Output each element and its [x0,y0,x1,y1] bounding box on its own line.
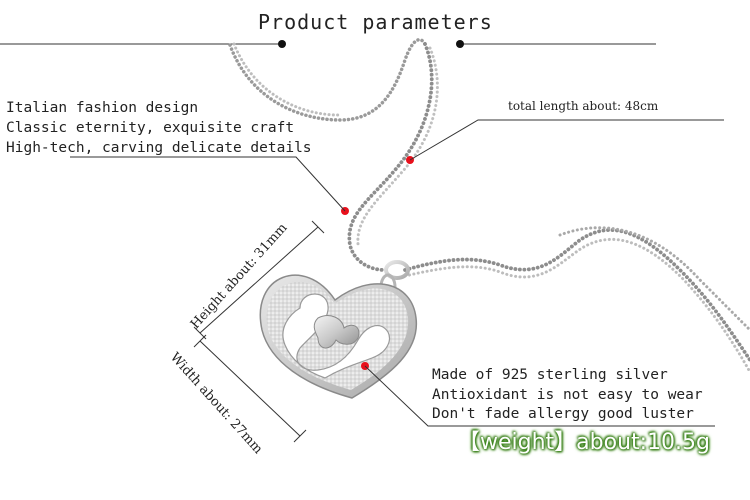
material-line-3: Don't fade allergy good luster [432,406,694,422]
material-line-2: Antioxidant is not easy to wear [432,387,703,403]
total-length-label: total length about: 48cm [508,99,659,113]
feature-line-2: Classic eternity, exquisite craft [6,120,295,136]
title-rule [0,40,656,48]
title-dot-right [456,40,464,48]
page-title: Product parameters [258,10,493,34]
dimension-lines [193,220,325,443]
material-line-1: Made of 925 sterling silver [432,367,668,383]
title-dot-left [278,40,286,48]
weight-label: 【weight】about:10.5g [458,430,711,455]
jump-ring [384,260,410,280]
leader-lines [70,119,724,427]
heart-pendant [259,274,418,399]
feature-line-1: Italian fashion design [6,100,199,116]
feature-line-3: High-tech, carving delicate details [6,140,312,156]
bead-chain [228,38,750,374]
